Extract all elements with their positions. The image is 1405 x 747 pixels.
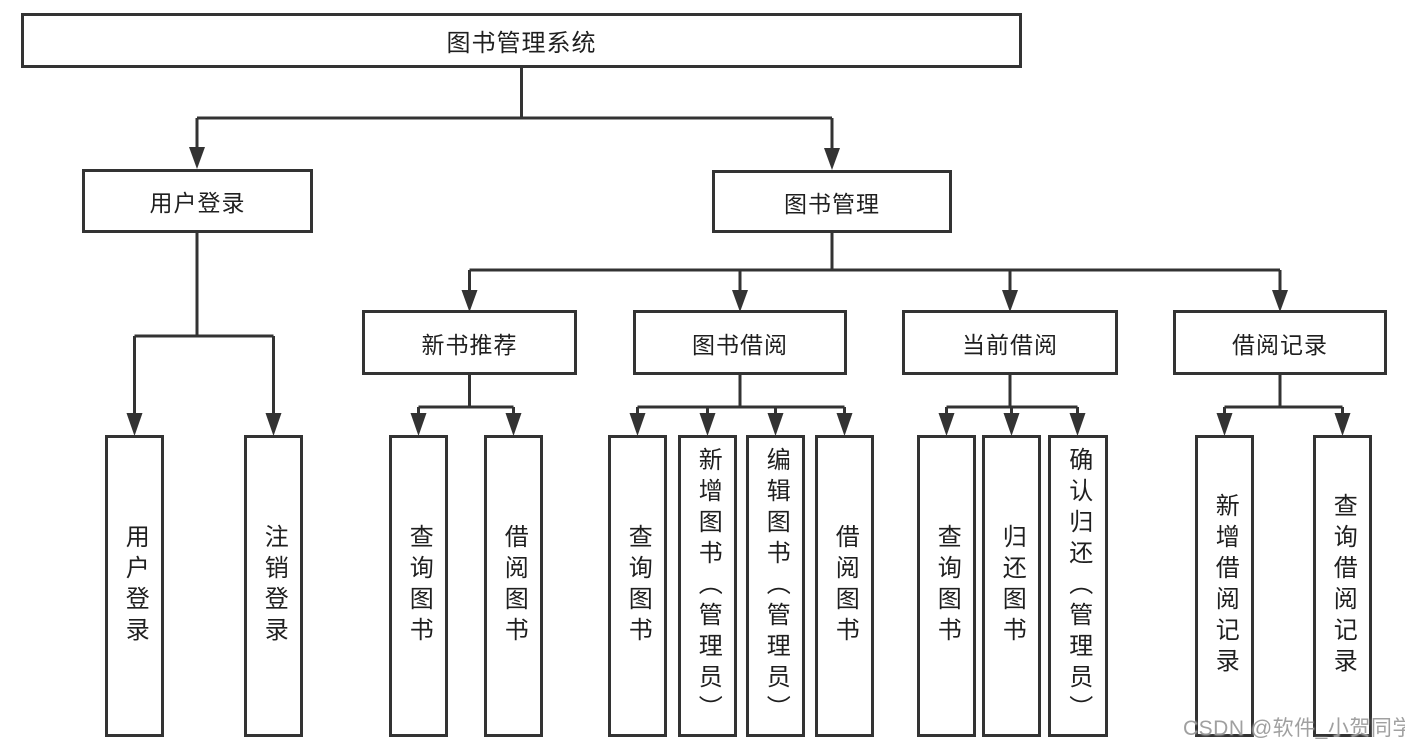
- node-label: 查询图书: [933, 524, 961, 648]
- node-label: 图书借阅: [692, 331, 788, 358]
- node-user-login: 用户登录: [82, 169, 313, 233]
- node-label: 新增借阅记录: [1211, 493, 1239, 679]
- leaf-user-login: 用户登录: [105, 435, 164, 737]
- leaf-add-borrow-record: 新增借阅记录: [1195, 435, 1254, 737]
- leaf-query-books-borrow: 查询图书: [608, 435, 667, 737]
- node-label: 查询借阅记录: [1329, 493, 1357, 679]
- node-label: 用户登录: [121, 524, 149, 648]
- node-root: 图书管理系统: [21, 13, 1022, 68]
- leaf-borrow-books: 借阅图书: [815, 435, 874, 737]
- node-label: 归还图书: [998, 524, 1026, 648]
- node-label: 图书管理系统: [446, 30, 597, 57]
- node-label: 新增图书（管理员）: [694, 446, 722, 726]
- node-label: 当前借阅: [962, 331, 1058, 358]
- node-book-borrowing: 图书借阅: [633, 310, 847, 375]
- node-label: 新书推荐: [421, 331, 518, 358]
- node-label: 注销登录: [260, 524, 288, 648]
- node-label: 用户登录: [149, 190, 246, 216]
- leaf-query-borrow-record: 查询借阅记录: [1313, 435, 1372, 737]
- node-current-borrowing: 当前借阅: [902, 310, 1118, 375]
- node-label: 编辑图书（管理员）: [762, 446, 790, 726]
- csdn-watermark: CSDN @软件_小贺同学: [1183, 717, 1405, 740]
- leaf-return-books: 归还图书: [982, 435, 1041, 737]
- leaf-add-books-admin: 新增图书（管理员）: [678, 435, 737, 737]
- node-label: 图书管理: [784, 190, 880, 217]
- node-label: 查询图书: [405, 524, 433, 648]
- leaf-borrow-books-recommend: 借阅图书: [484, 435, 543, 737]
- leaf-confirm-return-admin: 确认归还（管理员）: [1048, 435, 1108, 737]
- node-label: 借阅记录: [1232, 331, 1328, 358]
- node-new-book-recommend: 新书推荐: [362, 310, 577, 375]
- leaf-query-books-current: 查询图书: [917, 435, 976, 737]
- node-book-management: 图书管理: [712, 170, 952, 233]
- leaf-logout: 注销登录: [244, 435, 303, 737]
- node-label: 查询图书: [624, 524, 652, 648]
- node-label: 借阅图书: [500, 524, 528, 648]
- node-label: 借阅图书: [831, 524, 859, 648]
- node-label: 确认归还（管理员）: [1064, 446, 1092, 726]
- leaf-query-books-recommend: 查询图书: [389, 435, 448, 737]
- node-borrowing-records: 借阅记录: [1173, 310, 1387, 375]
- arrowhead-icons: [126, 147, 1351, 436]
- leaf-edit-books-admin: 编辑图书（管理员）: [746, 435, 805, 737]
